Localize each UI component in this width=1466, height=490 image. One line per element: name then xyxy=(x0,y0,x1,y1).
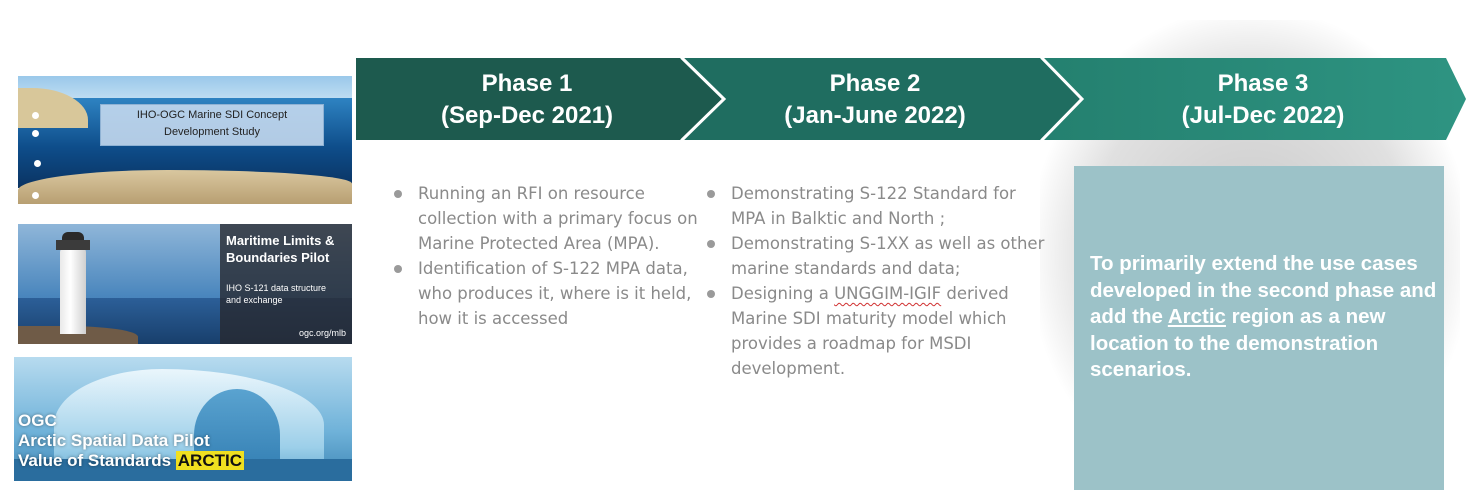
phase3-title: Phase 3 (Jul-Dec 2022) xyxy=(1078,68,1448,132)
phase2-title: Phase 2 (Jan-June 2022) xyxy=(710,68,1040,132)
chevron-separator-2 xyxy=(1040,56,1085,142)
phase2-period: (Jan-June 2022) xyxy=(784,102,966,129)
phase2-bullet-list: Demonstrating S-122 Standard for MPA in … xyxy=(705,181,1050,381)
phase1-bullet-list: Running an RFI on resource collection wi… xyxy=(392,181,712,331)
phase3-chevron xyxy=(1042,58,1466,140)
marker-icon xyxy=(32,192,39,199)
arctic-pilot-caption: OGC Arctic Spatial Data Pilot Value of S… xyxy=(18,411,244,470)
list-item: Designing a UNGGIM-IGIF derived Marine S… xyxy=(705,281,1050,381)
lighthouse-icon xyxy=(60,248,86,334)
marker-icon xyxy=(34,160,41,167)
bullet-icon xyxy=(394,190,402,198)
phase2-name: Phase 2 xyxy=(829,70,921,97)
chevron-separator-1 xyxy=(680,56,727,142)
maritime-limits-panel: Maritime Limits & Boundaries Pilot IHO S… xyxy=(220,224,352,344)
phase3-period: (Jul-Dec 2022) xyxy=(1181,102,1345,129)
maritime-limits-image: Maritime Limits & Boundaries Pilot IHO S… xyxy=(18,224,352,344)
maritime-limits-subtitle: IHO S-121 data structure and exchange xyxy=(226,283,327,305)
arctic-pilot-image: OGC Arctic Spatial Data Pilot Value of S… xyxy=(14,357,352,481)
marker-icon xyxy=(32,130,39,137)
phase3-name: Phase 3 xyxy=(1217,70,1309,97)
bullet-icon xyxy=(707,290,715,298)
phase2-chevron xyxy=(682,58,1080,140)
bullet-icon xyxy=(707,240,715,248)
maritime-limits-title: Maritime Limits & Boundaries Pilot xyxy=(226,233,335,265)
list-item: Identification of S-122 MPA data, who pr… xyxy=(392,256,712,331)
spellcheck-flagged-word: UNGGIM-IGIF xyxy=(834,284,942,303)
arctic-link[interactable]: Arctic xyxy=(1167,305,1226,328)
maritime-limits-url: ogc.org/mlb xyxy=(298,328,346,338)
phase3-description: To primarily extend the use cases develo… xyxy=(1090,252,1437,381)
phase3-content-box xyxy=(1074,166,1444,490)
phase1-title: Phase 1 (Sep-Dec 2021) xyxy=(362,68,692,132)
list-item: Demonstrating S-122 Standard for MPA in … xyxy=(705,181,1050,231)
phase1-period: (Sep-Dec 2021) xyxy=(440,102,614,129)
bullet-icon xyxy=(394,265,402,273)
concept-study-image: IHO-OGC Marine SDI Concept Development S… xyxy=(18,76,352,204)
phase1-name: Phase 1 xyxy=(481,70,573,97)
marker-icon xyxy=(32,112,39,119)
concept-study-label: IHO-OGC Marine SDI Concept Development S… xyxy=(100,104,324,146)
arctic-badge: ARCTIC xyxy=(175,451,244,470)
list-item: Running an RFI on resource collection wi… xyxy=(392,181,712,256)
bullet-icon xyxy=(707,190,715,198)
list-item: Demonstrating S-1XX as well as other mar… xyxy=(705,231,1050,281)
phase1-chevron xyxy=(356,58,722,140)
